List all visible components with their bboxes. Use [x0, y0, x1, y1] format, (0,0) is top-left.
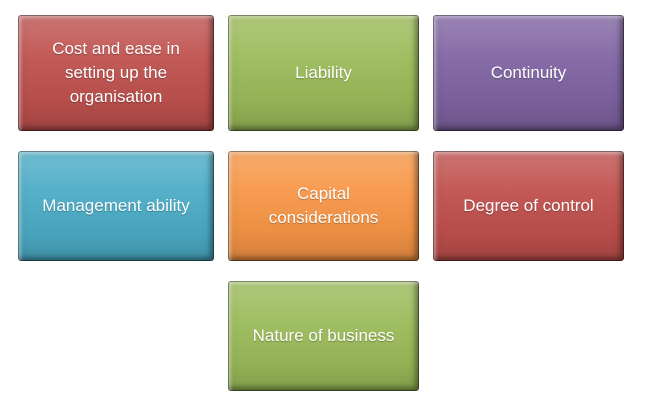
box-liability-label: Liability — [295, 63, 352, 83]
box-liability: Liability — [228, 15, 419, 131]
box-management-ability-label: Management ability — [42, 196, 190, 216]
box-management-ability: Management ability — [18, 151, 214, 261]
box-nature-of-business-label: Nature of business — [252, 326, 395, 346]
box-nature-of-business: Nature of business — [228, 281, 419, 391]
box-continuity-label: Continuity — [490, 63, 567, 83]
box-degree-of-control: Degree of control — [433, 151, 624, 261]
box-cost-and-ease: Cost and ease in setting up the organisa… — [18, 15, 214, 131]
box-capital-considerations: Capital considerations — [228, 151, 419, 261]
box-degree-of-control-label: Degree of control — [463, 196, 594, 216]
box-continuity: Continuity — [433, 15, 624, 131]
box-capital-considerations-label: Capital considerations — [268, 184, 379, 227]
diagram-grid: Cost and ease in setting up the organisa… — [18, 15, 624, 391]
box-cost-and-ease-label: Cost and ease in setting up the organisa… — [52, 39, 180, 106]
